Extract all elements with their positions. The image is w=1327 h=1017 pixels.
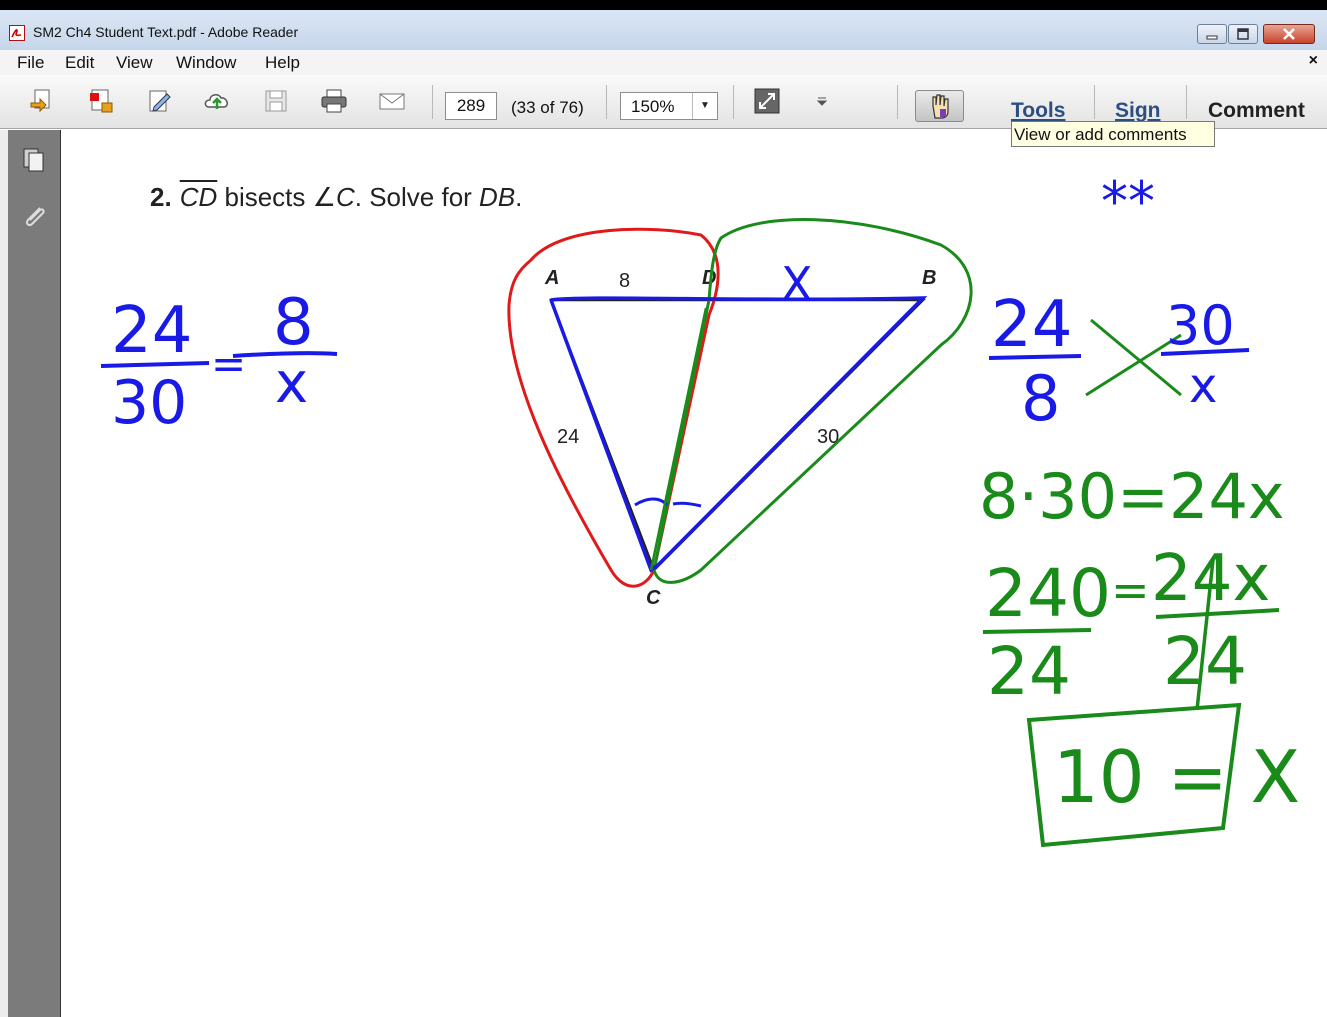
vertex-label-c: C [646,587,661,609]
fit-window-icon[interactable] [753,87,781,115]
ink-blue-trace [549,296,928,573]
side-label-ad: 8 [619,270,631,292]
ink-right-num1: 24 [991,288,1072,362]
email-icon[interactable] [378,87,406,115]
toolbar-separator [432,85,433,119]
menu-file[interactable]: File [17,53,45,72]
ink-left-den2: x [275,351,308,416]
toolbar-separator [897,85,898,119]
print-icon[interactable] [320,87,348,115]
toolbar-separator [1186,85,1187,119]
angle-vertex: C [335,182,355,212]
ink-right-den1: 8 [1021,362,1060,435]
save-icon[interactable] [262,87,290,115]
toolbar: 289 (33 of 76) 150% ▼ Tools Sign Comment [0,75,1327,129]
ink-line2-left-den: 24 [987,633,1071,710]
ink-annotations: ** X 24 30 = 8 x 24 8 30 x 8·30=24x 240 … [100,170,1300,848]
angle-symbol: ∠ [312,182,336,212]
minimize-button[interactable] [1197,24,1227,44]
comment-link[interactable]: Comment [1208,99,1305,122]
ink-line2-eq: = [1111,563,1150,617]
ink-line2-right-den: 24 [1163,623,1247,700]
left-pad [0,130,8,1017]
menu-bar: File Edit View Window Help × [0,50,1327,75]
zoom-value: 150% [631,97,675,116]
edit-pdf-icon[interactable] [145,87,173,115]
ink-left-eq: = [211,339,246,388]
ink-diagram-x: X [781,257,813,311]
document-close-button[interactable]: × [1308,52,1318,69]
ink-red-loop [507,227,720,588]
chevron-down-icon[interactable]: ▼ [692,93,717,119]
side-label-ac: 24 [557,426,580,448]
bisects-text: bisects [224,182,306,212]
segment-cd: CD [179,182,218,212]
hand-tool-icon [932,94,949,119]
ink-answer: 10 = X [1053,735,1300,819]
ink-top-marks: ** [1101,170,1155,233]
menu-window[interactable]: Window [176,53,237,72]
ink-line2-left-num: 240 [985,555,1111,632]
ink-left-num2: 8 [273,286,314,360]
hand-tool-button[interactable] [915,90,964,122]
ink-line2-right-num: 24x [1151,542,1270,616]
ink-right-den2: x [1189,358,1217,414]
ink-answer-box [1026,702,1242,848]
zoom-select[interactable]: 150% ▼ [620,92,718,120]
toolbar-separator [1094,85,1095,119]
comment-tooltip: View or add comments [1011,121,1215,147]
sign-link[interactable]: Sign [1115,99,1161,122]
ink-fraction-bar [232,351,338,358]
ink-fraction-bar [1160,348,1250,356]
create-pdf-icon[interactable] [27,87,55,115]
tools-link[interactable]: Tools [1011,99,1066,122]
adobe-reader-window: SM2 Ch4 Student Text.pdf - Adobe Reader … [0,10,1327,1017]
more-icon[interactable] [808,87,836,115]
attachments-icon[interactable] [20,202,48,230]
ink-left-num1: 24 [111,294,192,368]
side-label-bc: 30 [817,426,840,448]
page-number-input[interactable]: 289 [445,92,497,120]
window-title: SM2 Ch4 Student Text.pdf - Adobe Reader [33,24,299,40]
problem-statement: 2.CD bisects ∠C. Solve for DB. [150,182,523,212]
ink-green-loop [652,218,973,584]
ink-fraction-bar [988,354,1082,360]
pages-icon[interactable] [20,146,48,174]
target-segment: DB [479,182,516,212]
vertex-label-b: B [922,267,937,289]
toolbar-separator [606,85,607,119]
ink-cross-multiply [1085,318,1182,397]
ink-line1: 8·30=24x [979,460,1285,533]
ink-fraction-bar [1155,608,1280,619]
menu-view[interactable]: View [116,53,153,72]
ink-fraction-bar [982,628,1092,634]
adobe-pdf-icon [9,25,25,41]
menu-help[interactable]: Help [265,53,300,72]
restore-icon [1237,28,1249,40]
page-count: (33 of 76) [511,98,584,117]
ink-right-num2: 30 [1166,294,1235,357]
toolbar-separator [733,85,734,119]
ink-cancel-stroke [1195,559,1215,711]
solve-text: Solve for [369,182,472,212]
ink-left-den1: 30 [111,368,187,438]
menu-edit[interactable]: Edit [65,53,95,72]
navigation-pane [8,130,61,1017]
vertex-label-a: A [545,267,560,289]
document-page: 2.CD bisects ∠C. Solve for DB. A D B C 8… [61,130,1327,1017]
export-pdf-icon[interactable] [87,87,115,115]
close-button[interactable] [1263,24,1315,44]
cloud-upload-icon[interactable] [203,87,231,115]
problem-number: 2. [150,182,172,212]
minimize-icon [1206,35,1218,40]
title-bar: SM2 Ch4 Student Text.pdf - Adobe Reader [0,10,1327,50]
maximize-button[interactable] [1228,24,1258,44]
close-icon [1283,28,1295,40]
ink-fraction-bar [100,361,210,368]
